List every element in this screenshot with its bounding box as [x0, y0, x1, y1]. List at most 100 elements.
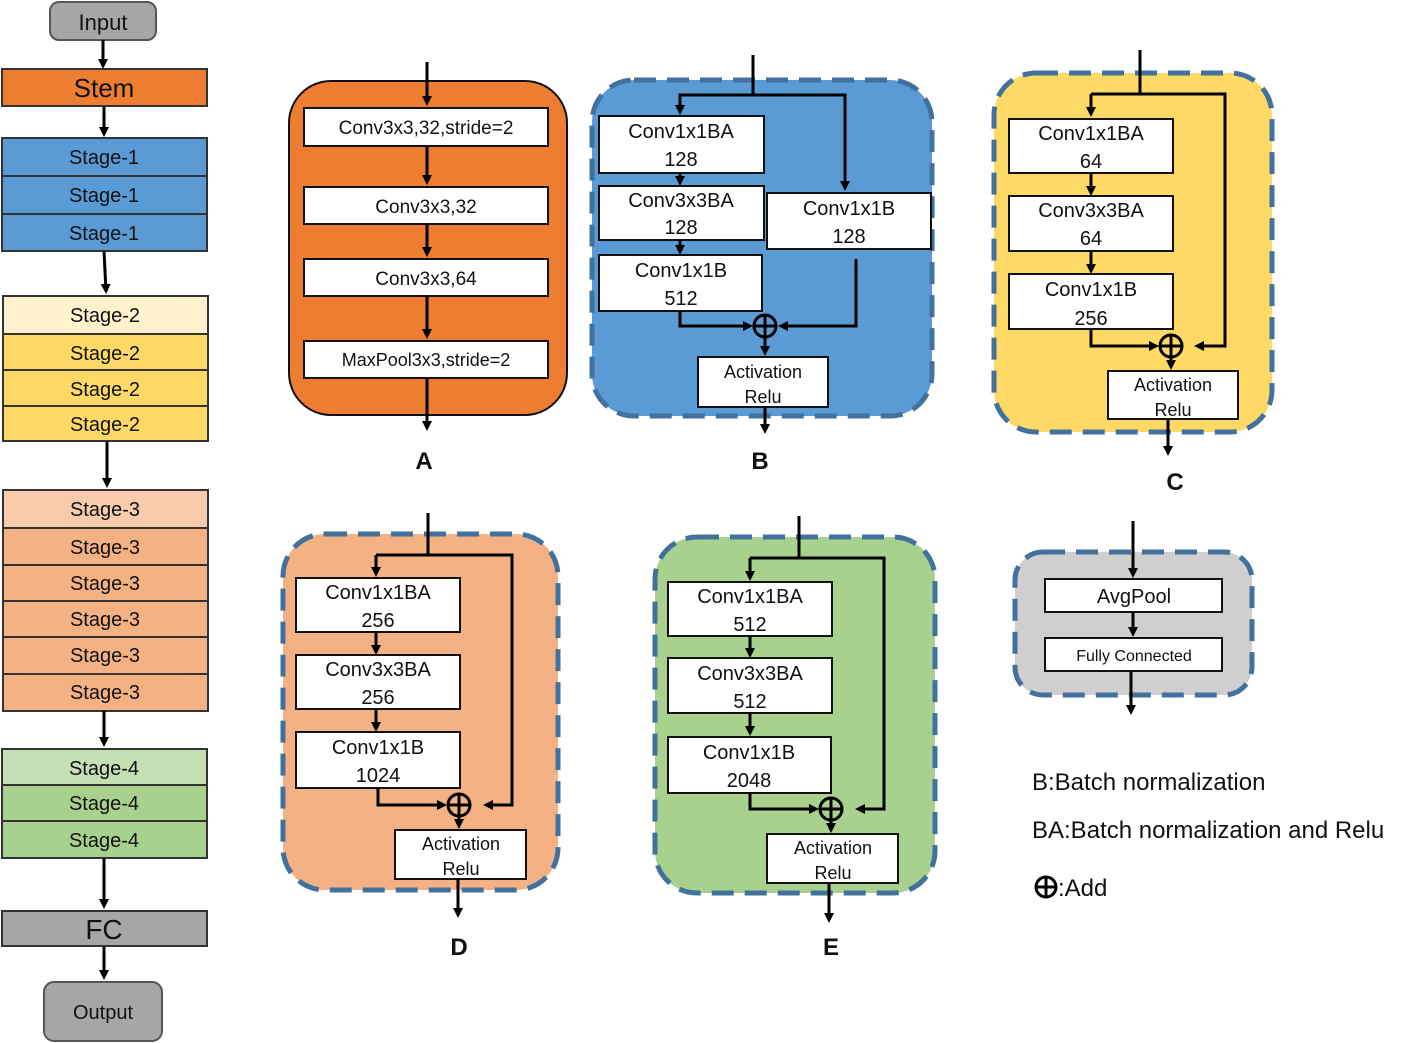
stage3-label: Stage-3	[70, 537, 140, 559]
conv-layer	[295, 654, 461, 710]
layer-channels: 128	[832, 226, 865, 248]
conv-layer	[598, 115, 765, 174]
connector	[748, 793, 819, 814]
stage3-label: Stage-3	[70, 682, 140, 704]
activation-layer	[697, 356, 829, 408]
stage3-block	[2, 636, 209, 675]
layer-name: Conv1x1B	[1045, 279, 1137, 301]
activation-layer	[766, 833, 899, 884]
layer-activation: Relu	[814, 863, 851, 883]
layer-channels: 64	[1080, 151, 1102, 173]
conv-layer	[598, 185, 765, 241]
input-label: Input	[79, 10, 128, 35]
block-c: Conv1x1BA 64 Conv3x3BA 64 Conv1x1B 256 A…	[991, 50, 1275, 496]
fc-node	[1, 910, 208, 947]
stage2-label: Stage-2	[70, 379, 140, 401]
layer-channels: 512	[664, 288, 697, 310]
stage1-label: Stage-1	[69, 185, 139, 207]
stage3-label: Stage-3	[70, 573, 140, 595]
arrow	[100, 250, 111, 294]
layer-name: Conv3x3BA	[697, 663, 803, 685]
layer-channels: 128	[664, 149, 697, 171]
layer-name: Activation	[724, 362, 802, 382]
fc-label: FC	[85, 914, 122, 945]
stage4-block	[1, 820, 208, 859]
layer-name: Conv1x1BA	[697, 586, 803, 608]
layer-activation: Relu	[1154, 400, 1191, 420]
pool-layer	[303, 340, 549, 379]
layer-channels: 256	[1074, 308, 1107, 330]
stage3-block	[2, 673, 209, 712]
stage2-label: Stage-2	[70, 305, 140, 327]
stage3-label: Stage-3	[70, 609, 140, 631]
stage1-label: Stage-1	[69, 147, 139, 169]
stage4-label: Stage-4	[69, 830, 139, 852]
layer-label: MaxPool3x3,stride=2	[342, 350, 511, 370]
block-a-label: A	[415, 448, 432, 475]
layer-name: Conv1x1B	[803, 198, 895, 220]
layer-label: Conv3x3,32,stride=2	[339, 118, 514, 139]
stage3-label: Stage-3	[70, 645, 140, 667]
layer-name: Conv3x3BA	[325, 659, 431, 681]
block-b-label: B	[751, 448, 768, 475]
add-icon	[446, 792, 472, 818]
layer-label: Conv3x3,32	[375, 197, 476, 218]
conv-layer	[295, 577, 461, 633]
connector	[778, 259, 858, 331]
add-icon	[1034, 875, 1058, 899]
layer-name: Activation	[794, 838, 872, 858]
conv-layer	[1008, 273, 1174, 330]
stage2-block	[2, 295, 209, 335]
layer-channels: 64	[1080, 228, 1102, 250]
legend-ba: BA:Batch normalization and Relu	[1032, 817, 1384, 844]
stage4-label: Stage-4	[69, 793, 139, 815]
stage4-block	[1, 748, 208, 786]
activation-layer	[394, 829, 527, 880]
stage4-block	[1, 784, 208, 822]
legend-b: B:Batch normalization	[1032, 769, 1265, 796]
stem-label: Stem	[74, 73, 135, 103]
layer-channels: 256	[361, 610, 394, 632]
conv-layer	[303, 186, 549, 225]
stage2-label: Stage-2	[70, 414, 140, 436]
stage3-label: Stage-3	[70, 499, 140, 521]
connector	[678, 311, 753, 331]
layer-label: Conv3x3,64	[375, 269, 477, 290]
block-d-label: D	[450, 934, 467, 961]
layer-name: Conv3x3BA	[628, 190, 734, 212]
block-c-label: C	[1166, 469, 1183, 496]
layer-name: Activation	[1134, 375, 1212, 395]
connector	[1089, 329, 1159, 351]
block-e: Conv1x1BA 512 Conv3x3BA 512 Conv1x1B 204…	[652, 516, 938, 961]
layer-name: Conv1x1B	[703, 742, 795, 764]
stage2-block	[2, 369, 209, 407]
stage4-label: Stage-4	[69, 758, 139, 780]
layer-activation: Relu	[744, 387, 781, 407]
stage1-label: Stage-1	[69, 223, 139, 245]
connector	[376, 553, 514, 810]
layer-channels: 512	[733, 691, 766, 713]
layer-name: Activation	[422, 834, 500, 854]
layer-name: Conv1x1BA	[628, 121, 734, 143]
avgpool-label: AvgPool	[1097, 586, 1171, 608]
legend-add: :Add	[1058, 875, 1107, 902]
stage1-block	[1, 175, 208, 215]
add-icon	[1158, 333, 1184, 359]
layer-activation: Relu	[442, 859, 479, 879]
head-block: AvgPool Fully Connected	[1012, 521, 1255, 715]
layer-name: Conv1x1BA	[325, 582, 431, 604]
block-e-label: E	[823, 934, 839, 961]
pipeline: Input Stem Stage-1 Stage-1 Stage-1 Stage…	[1, 1, 209, 1042]
stage3-block	[2, 600, 209, 638]
fc-layer	[1044, 637, 1223, 672]
connector	[376, 788, 447, 810]
block-d: Conv1x1BA 256 Conv3x3BA 256 Conv1x1B 102…	[280, 513, 561, 961]
layer-channels: 1024	[356, 765, 401, 787]
conv-layer	[1008, 195, 1174, 252]
stage2-block	[2, 405, 209, 442]
add-icon	[752, 313, 778, 339]
connector	[1091, 92, 1227, 351]
fc-layer-label: Fully Connected	[1076, 648, 1192, 665]
layer-channels: 256	[361, 687, 394, 709]
